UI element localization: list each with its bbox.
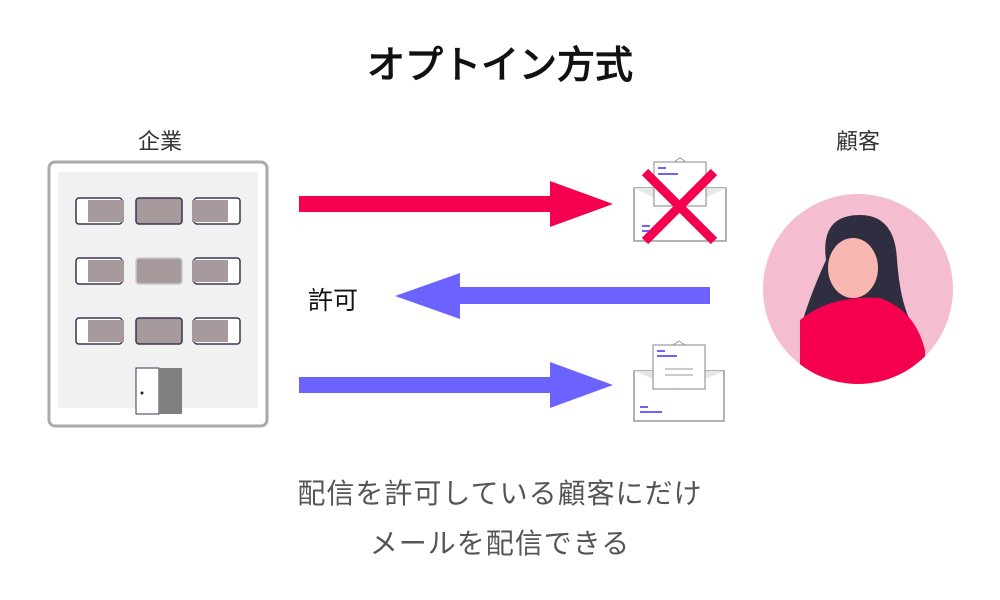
customer-avatar (763, 194, 953, 384)
permission-label: 許可 (308, 286, 359, 315)
arrow-send-rejected (299, 181, 613, 227)
cross-icon (641, 168, 718, 245)
caption-line-1: 配信を許可している顧客にだけ (297, 477, 703, 510)
arrow-send-allowed (299, 362, 613, 408)
company-label: 企業 (137, 130, 182, 155)
arrow-permission (395, 273, 710, 319)
customer-label: 顧客 (835, 130, 880, 155)
building-icon (47, 160, 269, 428)
envelope-rejected-icon (633, 157, 727, 245)
envelope-allowed-icon (633, 340, 725, 422)
page-title: オプトイン方式 (366, 43, 633, 87)
caption-line-2: メールを配信できる (369, 527, 631, 560)
